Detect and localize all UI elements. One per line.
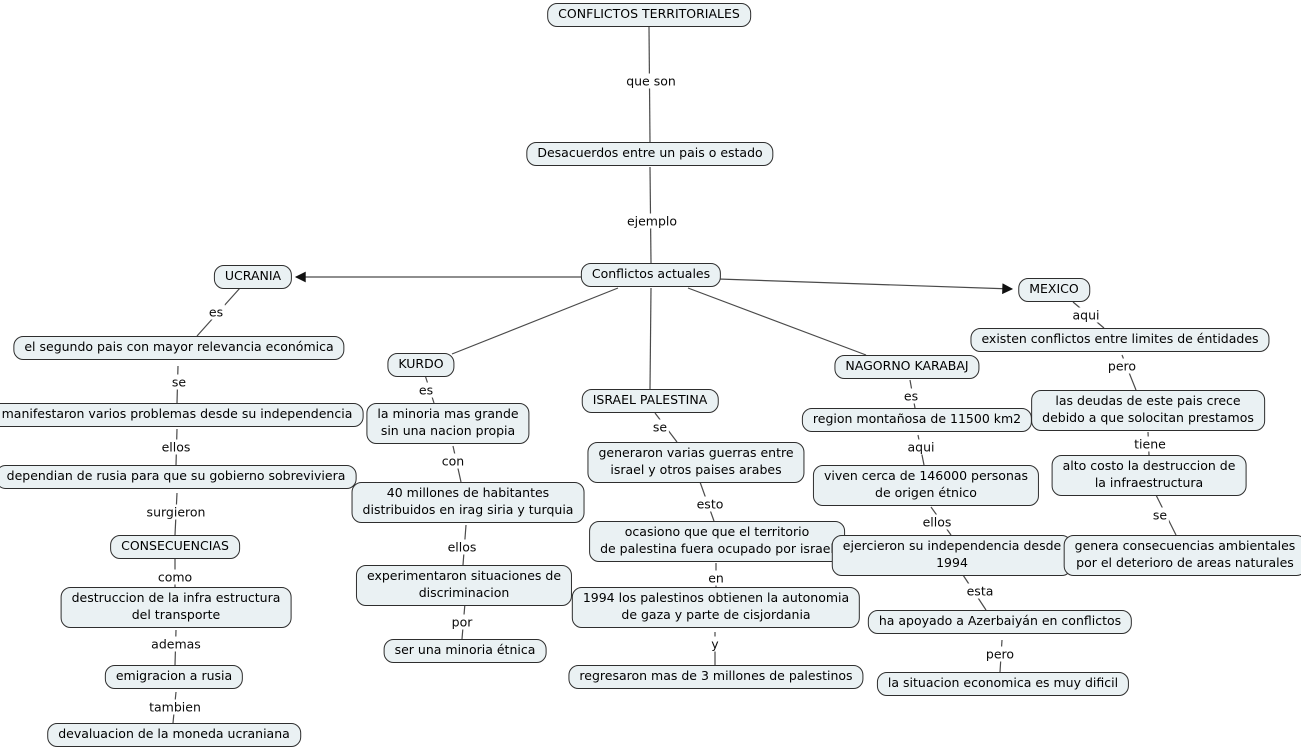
link-label-con[interactable]: con: [439, 453, 467, 469]
concept-node-kurdo-habitantes[interactable]: 40 millones de habitantes distribuidos e…: [351, 482, 585, 523]
concept-node-israel-regreso[interactable]: regresaron mas de 3 millones de palestin…: [568, 665, 864, 689]
link-label-pero-nagorno[interactable]: pero: [983, 646, 1017, 662]
link-label-ellos-kurdo[interactable]: ellos: [445, 539, 479, 555]
concept-node-ucrania-relevancia[interactable]: el segundo pais con mayor relevancia eco…: [13, 336, 345, 360]
concept-node-consecuencias-emigracion[interactable]: emigracion a rusia: [104, 665, 244, 689]
concept-node-mexico-deudas[interactable]: las deudas de este pais crece debido a q…: [1031, 390, 1265, 431]
edge-actuales-israel: [649, 287, 652, 390]
edge-actuales-kurdo: [451, 287, 619, 355]
edge-actuales-nagorno: [687, 287, 867, 356]
link-label-ejemplo[interactable]: ejemplo: [624, 213, 680, 229]
link-label-y[interactable]: y: [709, 636, 721, 652]
link-label-se-ucrania[interactable]: se: [169, 374, 189, 390]
link-label-por[interactable]: por: [449, 614, 475, 630]
concept-node-nagorno-region[interactable]: region montañosa de 11500 km2: [801, 408, 1033, 432]
concept-node-kurdo-discriminacion[interactable]: experimentaron situaciones de discrimina…: [355, 565, 573, 606]
edge-actuales-mexico: [717, 278, 1014, 295]
link-label-pero-mexico[interactable]: pero: [1105, 358, 1139, 374]
concept-node-ucrania-problemas[interactable]: manifestaron varios problemas desde su i…: [0, 403, 364, 427]
link-label-ellos-ucrania[interactable]: ellos: [159, 439, 193, 455]
link-label-esta[interactable]: esta: [964, 583, 996, 599]
link-label-es-nagorno[interactable]: es: [901, 388, 921, 404]
concept-node-consecuencias-devaluacion[interactable]: devaluacion de la moneda ucraniana: [47, 723, 301, 747]
concept-node-desacuerdos[interactable]: Desacuerdos entre un pais o estado: [526, 142, 774, 166]
concept-node-consecuencias-transporte[interactable]: destruccion de la infra estructura del t…: [60, 587, 292, 628]
concept-node-conflictos-territoriales[interactable]: CONFLICTOS TERRITORIALES: [547, 3, 751, 27]
link-label-surgieron[interactable]: surgieron: [144, 504, 208, 520]
concept-node-nagorno-economia[interactable]: la situacion economica es muy dificil: [876, 672, 1130, 696]
link-label-ademas[interactable]: ademas: [149, 636, 203, 652]
link-label-como[interactable]: como: [155, 569, 195, 585]
concept-node-israel-autonomia[interactable]: 1994 los palestinos obtienen la autonomi…: [571, 587, 861, 628]
concept-node-israel-guerras[interactable]: generaron varias guerras entre israel y …: [587, 442, 805, 483]
link-label-es-kurdo[interactable]: es: [416, 382, 436, 398]
concept-node-consecuencias[interactable]: CONSECUENCIAS: [110, 535, 240, 559]
concept-node-mexico-ambientales[interactable]: genera consecuencias ambientales por el …: [1063, 535, 1301, 576]
concept-node-mexico-limites[interactable]: existen conflictos entre limites de énti…: [970, 328, 1270, 352]
link-label-aqui-mexico[interactable]: aqui: [1070, 307, 1102, 323]
concept-node-nagorno-apoyo[interactable]: ha apoyado a Azerbaiyán en conflictos: [867, 610, 1133, 634]
concept-node-israel-ocupacion[interactable]: ocasiono que que el territorio de palest…: [589, 521, 845, 562]
link-label-esto[interactable]: esto: [694, 496, 726, 512]
concept-node-ucrania[interactable]: UCRANIA: [213, 265, 293, 289]
concept-node-mexico[interactable]: MEXICO: [1018, 278, 1090, 302]
concept-node-conflictos-actuales[interactable]: Conflictos actuales: [580, 263, 722, 287]
link-label-se-israel[interactable]: se: [650, 419, 670, 435]
concept-node-ucrania-dependencia[interactable]: dependian de rusia para que su gobierno …: [0, 465, 357, 489]
link-label-tambien[interactable]: tambien: [147, 699, 203, 715]
link-label-que-son[interactable]: que son: [624, 73, 678, 89]
link-label-en[interactable]: en: [706, 570, 726, 586]
concept-node-israel-palestina[interactable]: ISRAEL PALESTINA: [581, 389, 719, 413]
concept-node-nagorno-personas[interactable]: viven cerca de 146000 personas de origen…: [812, 465, 1040, 506]
link-label-es-ucrania[interactable]: es: [206, 304, 226, 320]
link-label-tiene[interactable]: tiene: [1132, 436, 1168, 452]
concept-node-kurdo[interactable]: KURDO: [387, 353, 455, 377]
concept-node-mexico-infraestructura[interactable]: alto costo la destruccion de la infraest…: [1051, 455, 1247, 496]
concept-node-nagorno-karabaj[interactable]: NAGORNO KARABAJ: [834, 355, 980, 379]
link-label-aqui-nagorno[interactable]: aqui: [905, 439, 937, 455]
concept-node-nagorno-independencia[interactable]: ejercieron su independencia desde 1994: [831, 535, 1073, 576]
link-label-ellos-nagorno[interactable]: ellos: [920, 514, 954, 530]
concept-node-kurdo-etnica[interactable]: ser una minoria étnica: [383, 639, 547, 663]
concept-node-kurdo-minoria[interactable]: la minoria mas grande sin una nacion pro…: [366, 403, 530, 444]
link-label-se-mexico[interactable]: se: [1150, 507, 1170, 523]
